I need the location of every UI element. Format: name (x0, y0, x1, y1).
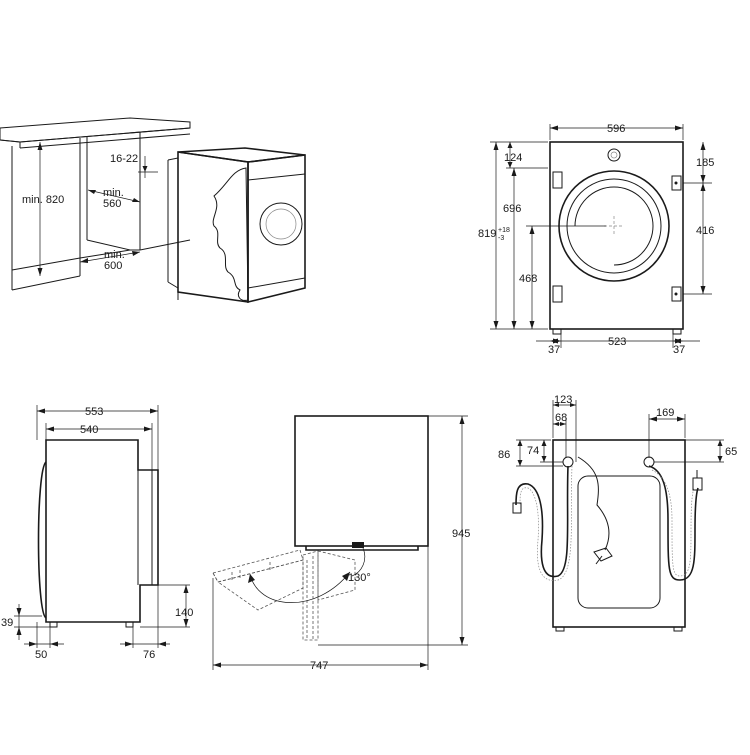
isometric-porthole (259, 202, 303, 246)
cabinet-width-label-2: 600 (104, 260, 122, 272)
front-foot-left-label: 37 (548, 344, 560, 356)
hinge-left-bottom (552, 285, 563, 303)
front-top-to-door-label: 124 (504, 152, 522, 164)
rear-service-panel (577, 475, 661, 609)
front-view: 596 819 +18 -3 124 696 468 185 (478, 123, 714, 356)
front-width-label: 596 (607, 123, 625, 135)
side-depth-body-label: 540 (80, 424, 98, 436)
front-hinge-top-label: 185 (696, 157, 714, 169)
machine-isometric (167, 147, 306, 304)
program-knob-icon (607, 148, 621, 162)
front-total-height-label: 819 (478, 228, 496, 240)
cabinet-view: min. 820 16-22 min. 560 min. 600 (0, 117, 191, 291)
rear-inlet-height-label: 65 (725, 446, 737, 458)
water-inlet-icon (643, 456, 655, 468)
front-door-center-label: 468 (519, 273, 537, 285)
cabinet-depth-label-2: 560 (103, 198, 121, 210)
front-foot-spacing-label: 523 (608, 336, 626, 348)
cabinet-height-label: min. 820 (22, 194, 64, 206)
drain-outlet-icon (562, 456, 574, 468)
cabinet-gap-label: 16-22 (110, 153, 138, 165)
rear-inlet-offset-label: 169 (656, 407, 674, 419)
door-open-depth-label: 747 (310, 660, 328, 672)
rear-drain-height-2-label: 74 (527, 445, 539, 457)
rear-drain-height-1-label: 86 (498, 449, 510, 461)
rear-drain-inner-label: 68 (555, 412, 567, 424)
side-view: 553 540 140 39 50 76 (1, 405, 193, 661)
front-total-height-tol-minus: -3 (498, 235, 504, 242)
side-rear-offset-label: 76 (143, 649, 155, 661)
front-foot-right-label: 37 (673, 344, 685, 356)
cabinet-depth-label-1: min. (103, 187, 124, 199)
side-depth-total-label: 553 (85, 406, 103, 418)
hinge-left-top (552, 171, 563, 189)
power-plug-icon (593, 547, 613, 562)
cabinet-width-label-1: min. (104, 249, 125, 261)
hinge-right-top (671, 175, 682, 191)
power-cable (577, 456, 610, 551)
side-kick-height-label: 140 (175, 607, 193, 619)
door-open-view: 130° 945 747 (212, 415, 470, 672)
front-total-height-tol-plus: +18 (498, 227, 510, 234)
hinge-right-bottom (671, 286, 682, 302)
door-open-height-label: 945 (452, 528, 470, 540)
door-open-angle-label: 130° (348, 572, 371, 584)
rear-drain-offset-label: 123 (554, 394, 572, 406)
rear-view: 123 68 169 86 74 65 (498, 394, 737, 632)
front-door-height-label: 696 (503, 203, 521, 215)
side-front-offset-label: 50 (35, 649, 47, 661)
side-foot-height-label: 39 (1, 617, 13, 629)
front-hinge-spacing-label: 416 (696, 225, 714, 237)
